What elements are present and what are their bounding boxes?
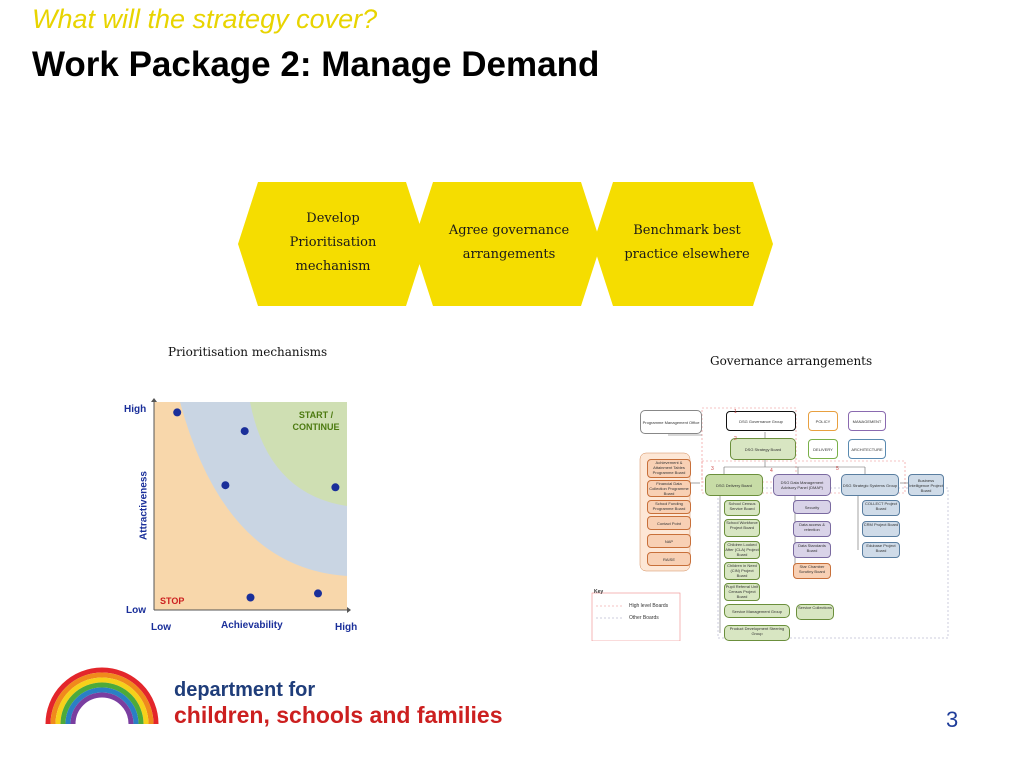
data-point [173, 408, 182, 417]
data-mgmt-box: DSG Data Management Advisory Panel (DMAP… [773, 474, 831, 496]
delivery-box: DELIVERY [808, 439, 838, 459]
data-point [221, 481, 230, 490]
cin-box: Children in Need (CIN) Project Board [724, 562, 760, 580]
logo-line2: children, schools and families [174, 702, 503, 728]
y-high-label: High [124, 404, 147, 415]
prioritisation-chart [151, 398, 351, 613]
service-collections-box: Service Collections [796, 604, 834, 620]
edubase-box: Edubase Project Board [862, 542, 900, 558]
strategy-board-box: DSG Strategy Board [730, 438, 796, 460]
marker-3: 3 [711, 466, 714, 472]
pupil-ref-box: Pupil Referral Unit Census Project Board [724, 583, 760, 601]
systems-group-box: DSG Strategic Systems Group [841, 474, 899, 496]
data-points [173, 408, 340, 602]
marker-4: 4 [770, 468, 773, 474]
rainbow-logo-icon [45, 667, 159, 725]
stop-zone-label: STOP [160, 596, 185, 606]
y-axis-arrow [151, 398, 157, 402]
prioritisation-caption: Prioritisation mechanisms [168, 345, 328, 359]
policy-box: POLICY [808, 411, 838, 431]
data-point [331, 483, 340, 492]
marker-5: 5 [836, 466, 839, 472]
step-3-hexagon [593, 182, 773, 306]
crm-box: CRM Project Board [862, 521, 900, 537]
slide-title: Work Package 2: Manage Demand [32, 45, 600, 84]
data-point [314, 589, 322, 598]
school-workforce-box: School Workforce Project Board [724, 519, 760, 537]
step-2-label: Agree governance arrangements [433, 219, 585, 267]
achievement-box: Achievement & Attainment Tables Programm… [647, 459, 691, 478]
contact-point-box: Contact Point [647, 516, 691, 530]
step-1-line3: mechanism [295, 259, 371, 274]
start-zone-line1: START / [298, 410, 334, 420]
data-access-box: Data access & retention [793, 521, 831, 537]
bi-board-box: Business Intelligence Project Board [908, 474, 944, 496]
marker-2: 2 [734, 436, 737, 442]
y-axis-title: Attractiveness [138, 471, 150, 540]
step-3-line2: practice elsewhere [624, 247, 750, 262]
x-axis-arrow [347, 607, 351, 613]
financial-box: Financial Data Collection Programme Boar… [647, 480, 691, 497]
data-standards-box: Data Standards Board [793, 542, 831, 558]
x-low-label: Low [151, 622, 171, 633]
delivery-board-box: DSG Delivery Board [705, 474, 763, 496]
slide-subtitle: What will the strategy cover? [32, 4, 378, 34]
star-chamber-box: Star Chamber Scrutiny Board [793, 563, 831, 579]
step-3-line1: Benchmark best [633, 223, 741, 238]
nap-box: NAP [647, 534, 691, 548]
x-axis-title: Achievability [221, 620, 283, 631]
pmo-box: Programme Management Office [640, 410, 702, 434]
management-box: MANAGEMENT [848, 411, 886, 431]
step-2-line1: Agree governance [448, 223, 570, 238]
start-zone-line2: CONTINUE [292, 422, 340, 432]
key-other-label: Other Boards [629, 615, 659, 621]
start-zone-label: START / CONTINUE [284, 409, 348, 433]
collect-box: COLLECT Project Board [862, 500, 900, 516]
key-box [591, 592, 681, 641]
school-funding-box: School Funding Programme Board [647, 500, 691, 514]
product-dev-box: Product Development Steering Group [724, 625, 790, 641]
data-point [240, 427, 249, 436]
y-low-label: Low [126, 605, 146, 616]
key-title: Key [594, 589, 604, 595]
school-census-box: School Census Service Board [724, 500, 760, 516]
data-point [246, 593, 255, 602]
step-2-line2: arrangements [462, 247, 556, 262]
start-zone [250, 402, 347, 506]
logo-line1: department for [174, 679, 316, 701]
other-boundary [717, 487, 949, 639]
step-1-label: Develop Prioritisation mechanism [258, 207, 408, 279]
cla-box: Children Looked After (CLA) Project Boar… [724, 541, 760, 559]
step-1-line2: Prioritisation [289, 235, 377, 250]
governance-caption: Governance arrangements [710, 354, 873, 368]
dsg-group-box: DSG Governance Group [726, 411, 796, 431]
key-high-label: High level Boards [629, 603, 669, 609]
architecture-box: ARCHITECTURE [848, 439, 886, 459]
step-3-label: Benchmark best practice elsewhere [612, 219, 762, 267]
security-box: Security [793, 500, 831, 514]
step-2-hexagon [413, 182, 601, 306]
page-number: 3 [946, 707, 959, 732]
step-1-line1: Develop [306, 211, 360, 226]
x-high-label: High [335, 622, 358, 633]
marker-1: 1 [734, 409, 737, 415]
service-mgmt-box: Service Management Group [724, 604, 790, 618]
process-chevrons [238, 182, 773, 306]
raise-box: RAISE [647, 552, 691, 566]
step-1-hexagon [238, 182, 426, 306]
